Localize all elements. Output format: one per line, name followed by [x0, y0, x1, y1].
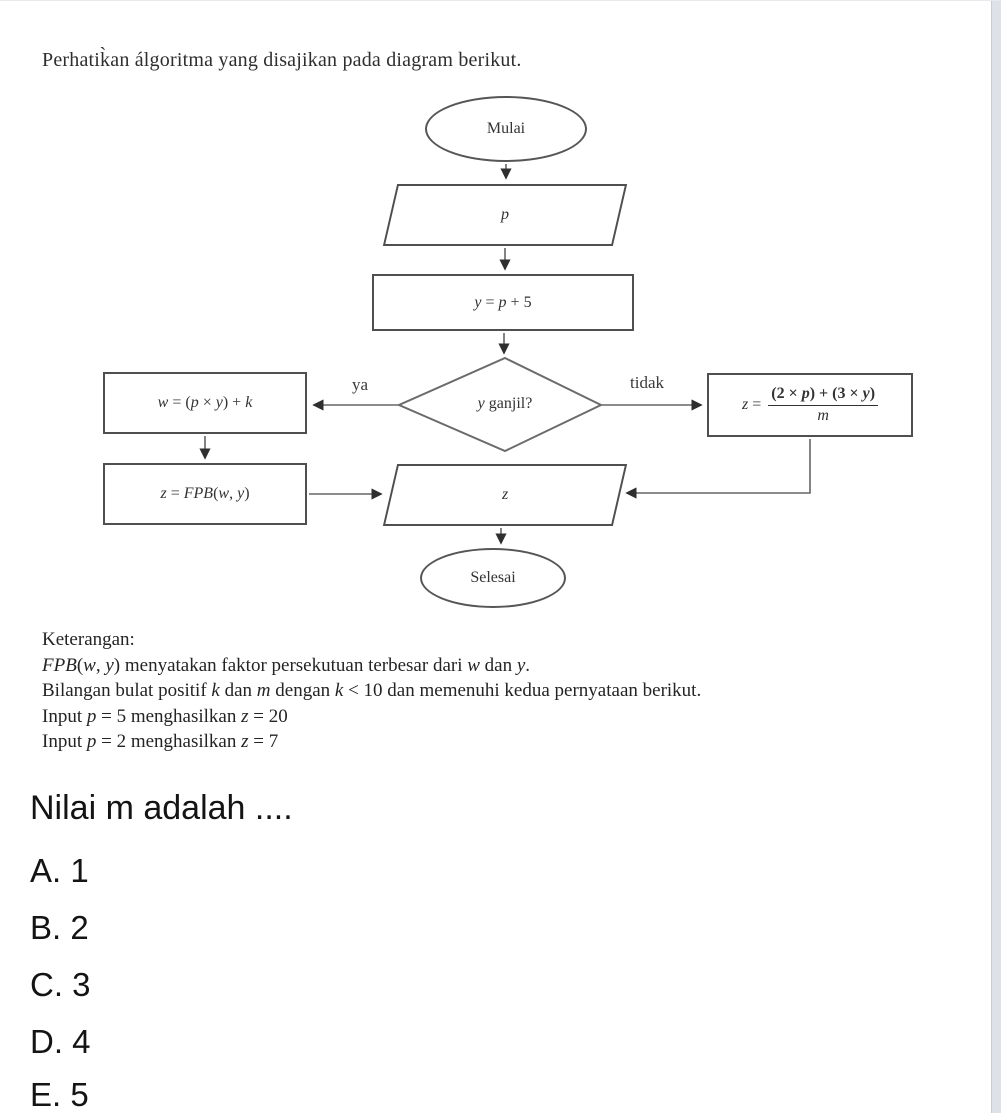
note-line: Input p = 5 menghasilkan z = 20: [42, 705, 288, 727]
note-line: Input p = 2 menghasilkan z = 7: [42, 731, 279, 752]
end-label: Selesai: [470, 569, 516, 586]
fraction-numerator: (2 × p) + (3 × y): [768, 385, 879, 406]
option-e[interactable]: E. 5: [30, 1076, 89, 1113]
input-formula: p: [501, 206, 509, 223]
note-line: Bilangan bulat positif k dan m dengan k …: [42, 680, 702, 701]
branch-yes-label: ya: [352, 375, 369, 394]
flowchart-start-node: Mulai: [425, 96, 587, 162]
option-c[interactable]: C. 3: [30, 966, 91, 1003]
flowchart-assign-y-node: y = p + 5: [372, 274, 634, 331]
assign-y-formula: y = p + 5: [474, 293, 532, 311]
option-d[interactable]: D. 4: [30, 1023, 91, 1060]
assign-z-fpb-formula: z = FPB(w, y): [160, 485, 250, 502]
flowchart-input-node: p: [382, 184, 628, 246]
option-a[interactable]: A. 1: [30, 852, 89, 889]
instruction-text: Perhatik̀an álgoritma yang disajikan pa…: [42, 49, 522, 71]
output-formula: z: [501, 486, 509, 503]
assign-z-frac-formula: z = (2 × p) + (3 × y) m: [741, 385, 879, 425]
option-b[interactable]: B. 2: [30, 909, 89, 946]
scrollbar[interactable]: [991, 1, 1001, 1113]
notes-section: Keterangan: FPB(w, y) menyatakan faktor …: [42, 627, 962, 755]
question-title: Nilai m adalah ....: [30, 789, 293, 827]
note-line: FPB(w, y) menyatakan faktor persekutuan …: [42, 654, 531, 676]
flowchart-assign-z-frac-node: z = (2 × p) + (3 × y) m: [707, 373, 913, 437]
assign-w-formula: w = (p × y) + k: [157, 394, 253, 411]
frac-prefix: z =: [741, 396, 762, 413]
flowchart-assign-z-fpb-node: z = FPB(w, y): [103, 463, 307, 525]
flowchart-output-node: z: [382, 464, 628, 526]
fraction: (2 × p) + (3 × y) m: [768, 385, 879, 425]
flowchart-assign-w-node: w = (p × y) + k: [103, 372, 307, 434]
fraction-denominator: m: [817, 406, 829, 424]
branch-no-label: tidak: [630, 373, 664, 392]
flowchart-end-node: Selesai: [420, 548, 566, 608]
note-line: Keterangan:: [42, 629, 135, 650]
start-label: Mulai: [486, 120, 526, 137]
flowchart-decision-label: y ganjil?: [477, 395, 533, 412]
